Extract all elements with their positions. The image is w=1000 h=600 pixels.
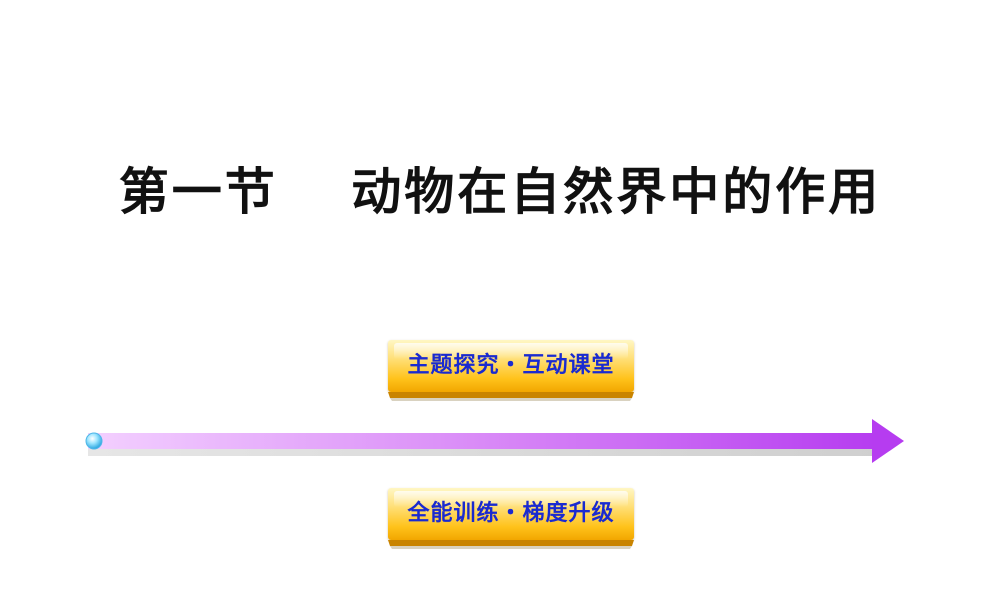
bead-icon: [85, 432, 103, 450]
explore-interactive-class-button[interactable]: 主题探究・互动课堂: [388, 340, 634, 401]
page-title: 第一节 动物在自然界中的作用: [118, 163, 882, 221]
practice-gradient-upgrade-button[interactable]: 全能训练・梯度升级: [388, 488, 634, 549]
button-fold-shadow: [388, 540, 634, 549]
arrow-shaft: [88, 433, 876, 449]
button-fold-shadow: [388, 392, 634, 401]
arrow-shadow: [88, 449, 878, 456]
arrow-right-icon: [85, 419, 904, 463]
practice-button-label: 全能训练・梯度升级: [407, 501, 615, 526]
explore-button-label: 主题探究・互动课堂: [407, 353, 615, 378]
button-face: [388, 488, 634, 540]
arrow-head: [872, 419, 904, 463]
button-face: [388, 340, 634, 392]
